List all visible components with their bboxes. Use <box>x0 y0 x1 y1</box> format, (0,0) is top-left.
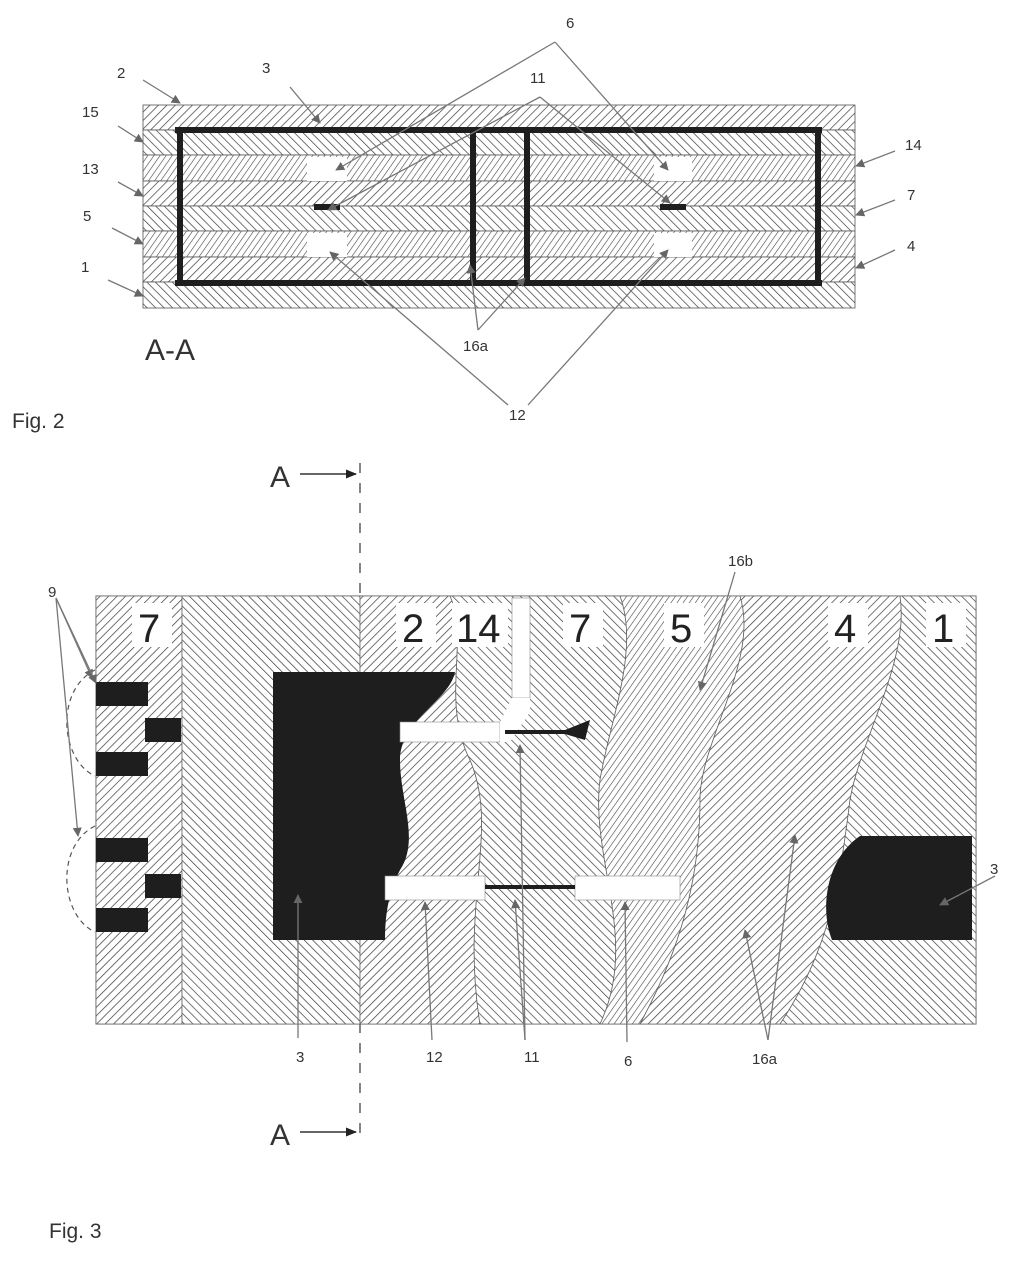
fig3-caption: Fig. 3 <box>49 1220 102 1243</box>
fig2-leader-lines <box>107 41 896 406</box>
fig2-ref-2: 2 <box>117 65 125 82</box>
fig2-ref-1: 1 <box>81 259 89 276</box>
fig3-layer-label: 7 <box>138 607 160 651</box>
fig2-layer-14 <box>142 154 856 182</box>
fig3-channel-12 <box>384 875 486 901</box>
fig2-cavity-6-left <box>307 157 347 181</box>
fig3-ref-12: 12 <box>426 1049 443 1066</box>
fig2-ref-15: 15 <box>82 104 99 121</box>
fig2-ref-7: 7 <box>907 187 915 204</box>
fig2-contact-11-left <box>314 204 340 210</box>
fig2-layer-stack <box>142 104 856 309</box>
fig3-ref-11: 11 <box>524 1049 540 1066</box>
fig3-layer-label: 14 <box>456 607 501 651</box>
fig3-leader-lines <box>55 571 996 1043</box>
fig3-layer-label: 1 <box>932 607 954 651</box>
fig2-cavity-12-left <box>307 233 347 257</box>
fig3-layer-label: 4 <box>834 607 856 651</box>
fig3-layer-labels: 7 2 14 7 5 4 1 <box>132 603 966 651</box>
fig3-layer-label: 7 <box>569 607 591 651</box>
fig2-layer-15 <box>142 129 856 156</box>
fig2-cavity-12-right <box>654 233 692 257</box>
fig3-ref-3: 3 <box>296 1049 304 1066</box>
fig3-ref-16a: 16a <box>752 1051 778 1068</box>
fig2-ref-13: 13 <box>82 161 99 178</box>
fig2-ref-5: 5 <box>83 208 91 225</box>
fig2-ref-12: 12 <box>509 407 526 424</box>
fig2-layer-2 <box>142 104 856 131</box>
fig2-layer-4 <box>142 256 856 283</box>
fig3-channel-upper <box>399 721 501 743</box>
fig3-section-marker-bottom: A <box>270 1119 290 1152</box>
figure-3: A A <box>48 461 998 1243</box>
fig2-layer-13 <box>142 180 856 207</box>
fig2-ref-3: 3 <box>262 60 270 77</box>
fig3-layer-label: 2 <box>402 607 424 651</box>
fig3-conductor-3-left <box>273 672 455 940</box>
fig2-layer-5 <box>142 230 856 258</box>
figure-2: 2 3 6 11 15 13 5 1 14 7 4 16a 12 A-A Fig… <box>12 15 922 433</box>
fig2-section-label: A-A <box>145 334 195 367</box>
fig3-layer-7-left <box>95 595 183 1025</box>
fig3-conductor-3-right <box>826 836 972 940</box>
fig3-ref-6: 6 <box>624 1053 632 1070</box>
fig3-layer-label: 5 <box>670 607 692 651</box>
fig2-ref-4: 4 <box>907 238 915 255</box>
fig2-caption: Fig. 2 <box>12 410 65 433</box>
fig3-channel-vertical <box>511 597 531 699</box>
fig3-ref-3-right: 3 <box>990 861 998 878</box>
fig3-section-marker-top: A <box>270 461 290 494</box>
fig2-conductor-frame <box>175 127 822 286</box>
fig3-ref-16b: 16b <box>728 553 753 570</box>
fig2-layer-7 <box>142 205 856 232</box>
fig3-channel-6 <box>574 875 681 901</box>
fig2-ref-6: 6 <box>566 15 574 32</box>
fig2-contact-11-right <box>660 204 686 210</box>
fig2-ref-16a: 16a <box>463 338 489 355</box>
fig3-ref-9: 9 <box>48 584 56 601</box>
fig2-layer-1 <box>142 281 856 309</box>
fig3-contact-11-upper <box>505 720 590 740</box>
fig3-layer-body <box>95 595 977 1025</box>
fig2-ref-14: 14 <box>905 137 922 154</box>
fig2-ref-11: 11 <box>530 70 546 87</box>
